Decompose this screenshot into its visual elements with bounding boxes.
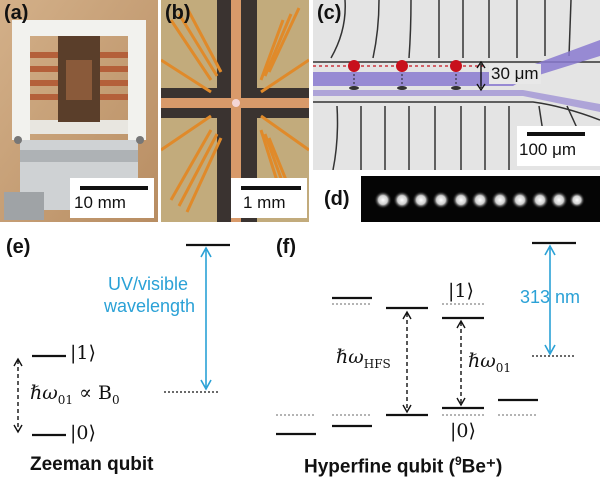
panel-d-label: (d) <box>324 188 350 210</box>
panel-b-label: (b) <box>165 2 191 24</box>
ion-markers <box>348 60 462 90</box>
panel-a-scalebar <box>80 186 148 190</box>
e-caption: Zeeman qubit <box>30 454 154 475</box>
panel-a-scalebar-box <box>70 178 154 218</box>
f-hfs-label: ℏωHFS <box>336 346 391 371</box>
f-wavelength-label: 313 nm <box>520 287 581 307</box>
panel-b-scalebar <box>241 186 301 190</box>
panel-a-scale-text: 10 mm <box>74 193 126 212</box>
trap-chip-photo <box>161 0 309 222</box>
panel-a-photo: 10 mm (a) <box>0 0 158 222</box>
panel-b-scale-text: 1 mm <box>243 193 286 212</box>
panel-b-scalebar-box <box>231 178 307 218</box>
e-transition-label: ℏω01 ∝ B0 <box>30 382 120 407</box>
trap-assembly-photo <box>0 0 158 222</box>
f-ket-1: |1⟩ <box>448 280 474 302</box>
e-wavelength-line1: UV/visible <box>108 274 189 294</box>
e-wavelength-line2: wavelength <box>104 296 196 316</box>
ion-crystal-image <box>361 176 600 222</box>
f-ket-0: |0⟩ <box>450 420 476 442</box>
panel-c-label: (c) <box>317 2 342 24</box>
panel-a-label: (a) <box>4 2 29 24</box>
panel-c-scale-text: 100 μm <box>519 140 577 159</box>
f-caption: Hyperfine qubit (9Be⁺) <box>304 454 503 478</box>
e-ket-1: |1⟩ <box>70 342 96 364</box>
panel-c-scalebar <box>527 132 585 136</box>
ion-spacing-label: 30 μm <box>489 64 541 84</box>
panel-f-label: (f) <box>276 236 296 258</box>
panel-e-label: (e) <box>6 236 31 258</box>
ion-fluorescence <box>361 176 600 222</box>
f-w01-label: ℏω01 <box>468 350 512 375</box>
panel-c-micrograph: 30 μm 100 μm (c) <box>313 0 600 170</box>
panel-b-photo: 1 mm (b) <box>161 0 309 222</box>
e-ket-0: |0⟩ <box>70 422 96 444</box>
